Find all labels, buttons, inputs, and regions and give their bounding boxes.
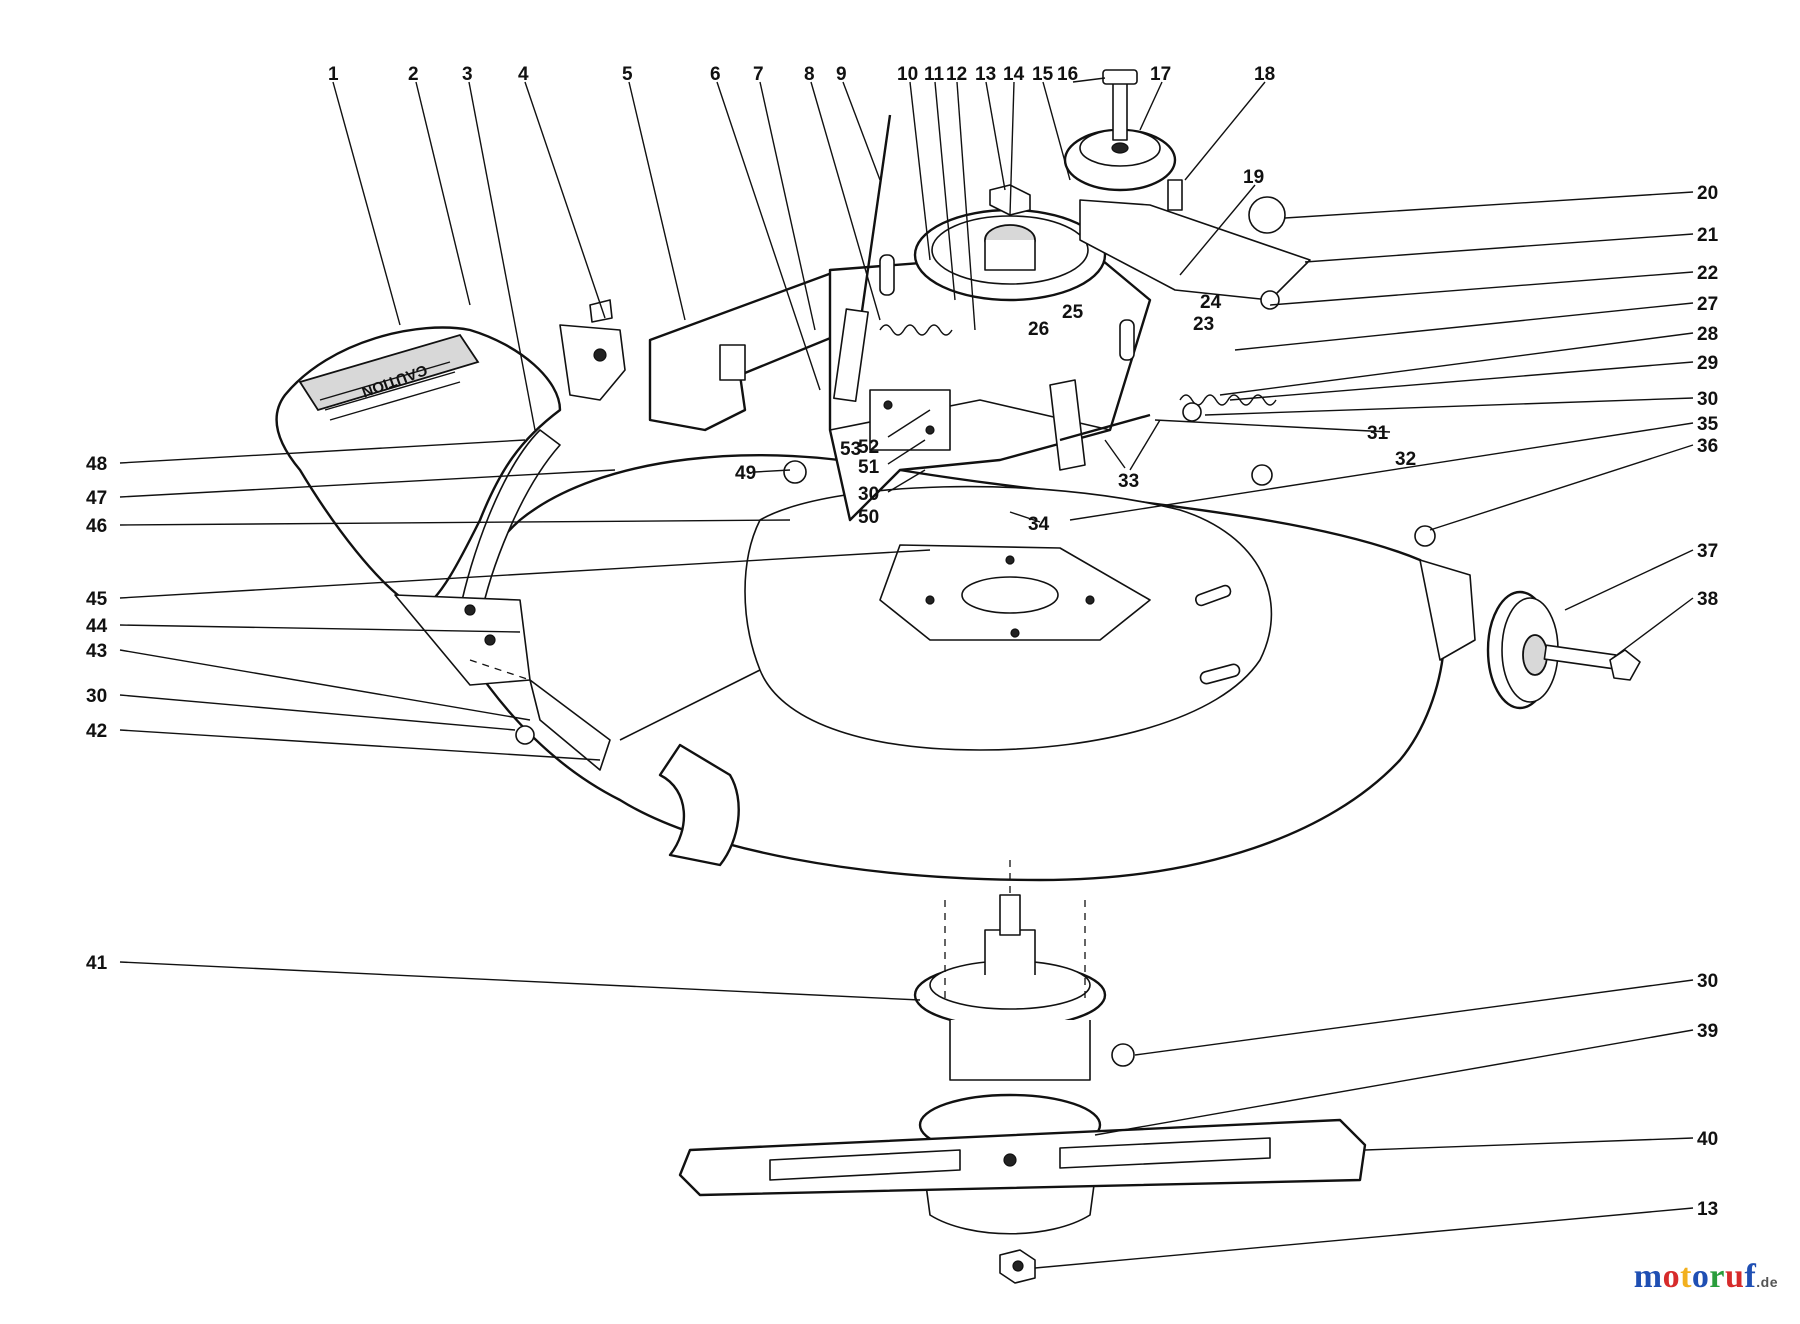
part-label: 36 [1697,436,1718,457]
part-label: 42 [86,721,107,742]
part-label: 19 [1243,167,1264,188]
chute-support-arm [394,429,561,686]
discharge-chute: CAUTION [275,326,562,612]
part-number-labels: 1 2 3 4 5 6 7 8 9 10 11 12 13 14 15 16 1… [86,64,1719,1220]
part-label: 48 [86,454,107,475]
part-label: 35 [1697,414,1719,435]
part-label: 3 [462,64,473,85]
part-label: 7 [753,64,764,85]
part-label: 13 [975,64,996,85]
watermark-letter: f [1744,1258,1757,1295]
part-label: 29 [1697,353,1718,374]
part-label: 11 [924,64,945,85]
part-label: 26 [1028,319,1049,340]
part-label: 12 [946,64,967,85]
watermark-letter: t [1680,1258,1692,1295]
part-label: 49 [735,463,756,484]
part-label: 30 [858,484,879,505]
part-label: 34 [1028,514,1050,535]
watermark-letter: o [1662,1258,1681,1295]
part-label: 13 [1697,1199,1718,1220]
part-label: 33 [1118,471,1139,492]
part-label: 40 [1697,1129,1718,1150]
watermark-letter: u [1725,1258,1745,1295]
part-label: 15 [1032,64,1054,85]
rear-wheel [1486,590,1641,710]
watermark-brand: motoruf [1634,1258,1757,1295]
deck-housing [463,453,1476,882]
motoruf-watermark: motoruf.de [1634,1258,1778,1296]
part-label: 2 [408,64,419,85]
part-label: 14 [1003,64,1025,85]
watermark-letter: o [1691,1258,1710,1295]
spindle-housing [913,860,1107,1081]
part-label: 30 [1697,389,1718,410]
part-label: 10 [897,64,918,85]
part-label: 6 [710,64,721,85]
part-label: 52 [858,437,879,458]
bottom-hex-nut [999,1249,1036,1284]
brake-link [1049,379,1161,471]
watermark-tld: .de [1756,1274,1778,1290]
part-label: 1 [328,64,339,85]
part-label: 30 [86,686,107,707]
part-label: 16 [1057,64,1078,85]
part-label: 53 [840,439,861,460]
part-label: 24 [1200,292,1222,313]
part-label: 38 [1697,589,1718,610]
part-label: 30 [1697,971,1718,992]
watermark-letter: m [1633,1258,1663,1295]
part-label: 22 [1697,263,1718,284]
drive-pulley [913,208,1107,302]
part-label: 45 [86,589,108,610]
control-rod [833,114,892,403]
part-label: 28 [1697,324,1718,345]
part-label: 8 [804,64,815,85]
grass-deflector [658,743,740,867]
part-label: 23 [1193,314,1214,335]
part-label: 39 [1697,1021,1718,1042]
part-label: 5 [622,64,633,85]
chute-hinge-plate [559,324,626,401]
part-label: 20 [1697,183,1718,204]
part-label: 25 [1062,302,1084,323]
part-label: 47 [86,488,107,509]
watermark-letter: r [1709,1258,1726,1295]
leader-lines [119,77,1694,1269]
part-label: 51 [858,457,880,478]
part-label: 27 [1697,294,1718,315]
part-label: 4 [518,64,529,85]
part-label: 50 [858,507,879,528]
part-label: 44 [86,616,108,637]
part-label: 46 [86,516,107,537]
rear-skirt [469,659,611,771]
part-label: 18 [1254,64,1275,85]
part-label: 17 [1150,64,1171,85]
part-label: 37 [1697,541,1718,562]
idler-pulley [1063,69,1177,192]
part-label: 31 [1367,423,1389,444]
control-bracket [648,248,1152,522]
part-label: 41 [86,953,108,974]
mower-blade [678,1118,1367,1197]
part-label: 9 [836,64,847,85]
part-label: 21 [1697,225,1719,246]
part-label: 32 [1395,449,1416,470]
part-label: 43 [86,641,107,662]
